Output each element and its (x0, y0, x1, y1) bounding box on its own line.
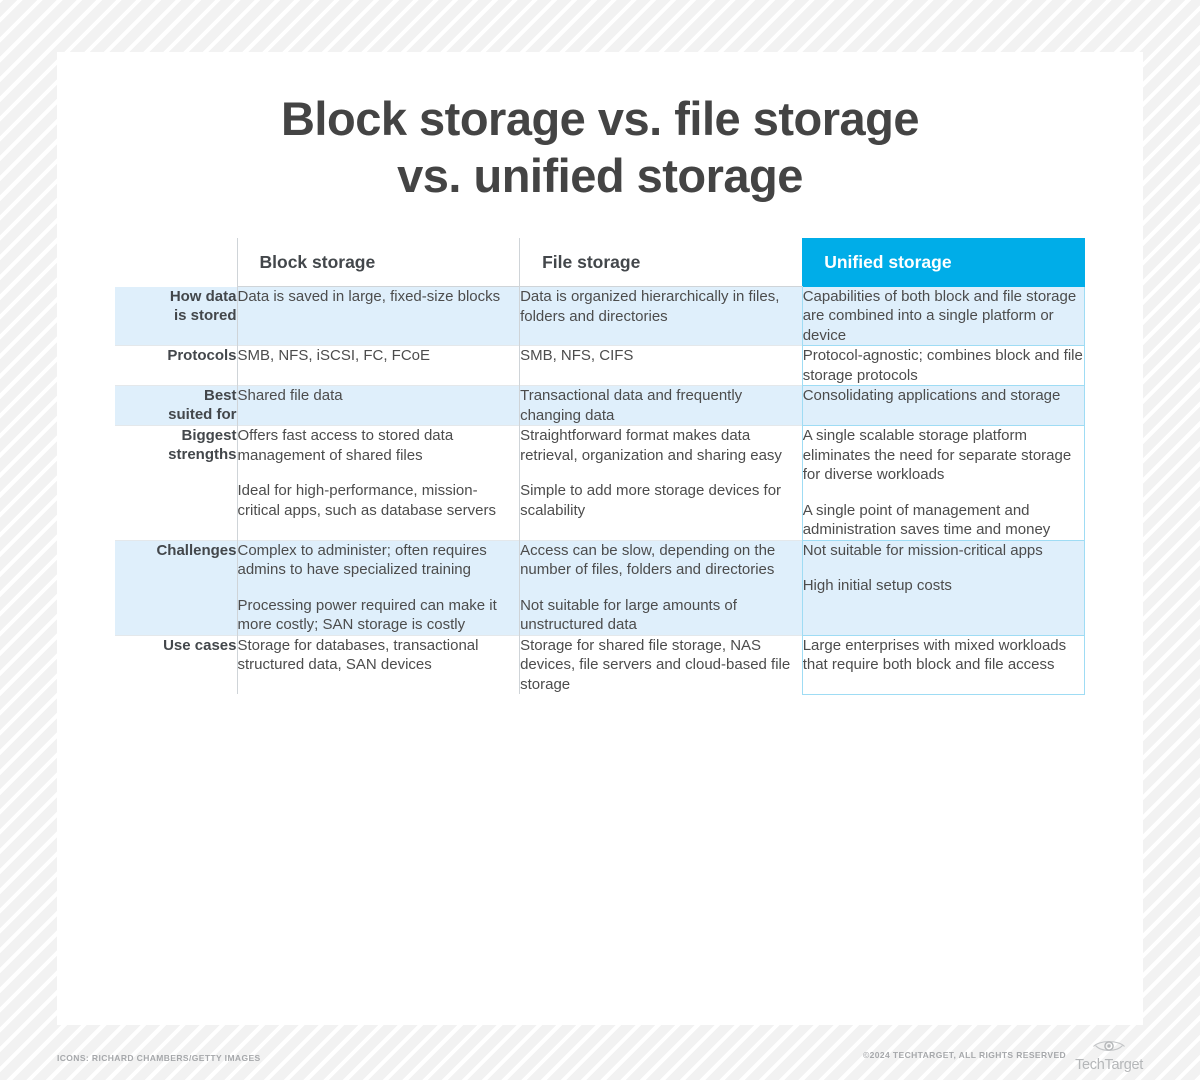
comparison-table-container: Block storage File storage Unified stora… (115, 238, 1086, 695)
row-label-how-data-is-stored: How data is stored (115, 286, 237, 346)
cell-best-suited-for-file: Transactional data and frequently changi… (519, 385, 803, 426)
row-label-challenges: Challenges (115, 539, 237, 635)
column-header-file-storage: File storage (519, 238, 803, 287)
cell-paragraph: Not suitable for large amounts of unstru… (520, 596, 737, 634)
cell-paragraph: Processing power required can make it mo… (237, 596, 497, 634)
cell-paragraph: Transactional data and frequently changi… (520, 387, 743, 424)
cell-use-cases-unified: Large enterprises with mixed workloads t… (801, 634, 1086, 695)
table-row: How data is stored Data is saved in larg… (115, 286, 1086, 346)
row-label-best-suited-for: Best suited for (115, 385, 237, 426)
cell-paragraph: Offers fast access to stored data manage… (237, 427, 454, 464)
row-label-line-2: strengths (168, 446, 237, 463)
cell-protocols-file: SMB, NFS, CIFS (519, 345, 803, 386)
column-header-block-storage: Block storage (236, 238, 520, 287)
eye-icon (1092, 1038, 1126, 1057)
cell-paragraph: Straightforward format makes data retrie… (520, 427, 782, 464)
cell-paragraph: Simple to add more storage devices for s… (520, 482, 782, 519)
cell-best-suited-for-block: Shared file data (236, 385, 520, 426)
cell-paragraph: Complex to administer; often requires ad… (237, 541, 487, 579)
cell-how-data-is-stored-block: Data is saved in large, fixed-size block… (236, 286, 520, 346)
table-header-row: Block storage File storage Unified stora… (115, 238, 1085, 287)
cell-paragraph: A single point of management and adminis… (802, 501, 1051, 539)
row-label-line-1: Use cases (163, 636, 237, 654)
row-label-line-1: Biggest (181, 427, 237, 444)
cell-paragraph: Shared file data (237, 387, 343, 404)
page-title-line-2: vs. unified storage (397, 149, 803, 202)
cell-paragraph: A single scalable storage platform elimi… (802, 427, 1072, 483)
cell-paragraph: Data is saved in large, fixed-size block… (237, 288, 501, 305)
table-row: Use cases Storage for databases, transac… (115, 634, 1086, 695)
cell-paragraph: Large enterprises with mixed workloads t… (802, 636, 1067, 674)
cell-biggest-strengths-unified: A single scalable storage platform elimi… (801, 425, 1086, 540)
row-label-line-2: suited for (168, 406, 237, 423)
cell-biggest-strengths-file: Straightforward format makes data retrie… (519, 425, 803, 540)
row-label-line-1: How data (169, 287, 237, 305)
row-label-line-1: Protocols (167, 347, 237, 364)
cell-protocols-block: SMB, NFS, iSCSI, FC, FCoE (236, 345, 520, 386)
cell-paragraph: Storage for databases, transactional str… (237, 636, 479, 674)
column-header-unified-storage: Unified storage (802, 238, 1085, 287)
cell-paragraph: SMB, NFS, iSCSI, FC, FCoE (237, 347, 431, 364)
cell-paragraph: Consolidating applications and storage (802, 387, 1061, 404)
row-label-line-1: Best (203, 387, 237, 404)
table-row: Challenges Complex to administer; often … (115, 539, 1086, 635)
copyright-text: ©2024 TECHTARGET, ALL RIGHTS RESERVED (863, 1049, 1067, 1060)
techtarget-wordmark: TechTarget (1075, 1057, 1143, 1073)
cell-biggest-strengths-block: Offers fast access to stored data manage… (236, 425, 520, 540)
table-row: Best suited for Shared file data Transac… (115, 385, 1086, 426)
cell-challenges-unified: Not suitable for mission-critical apps H… (801, 539, 1086, 635)
table-row: Protocols SMB, NFS, iSCSI, FC, FCoE SMB,… (115, 345, 1086, 386)
cell-challenges-file: Access can be slow, depending on the num… (519, 539, 803, 635)
image-credit: ICONS: RICHARD CHAMBERS/GETTY IMAGES (57, 1053, 261, 1063)
cell-paragraph: Protocol-agnostic; combines block and fi… (802, 347, 1083, 384)
cell-paragraph: Capabilities of both block and file stor… (802, 287, 1077, 344)
cell-paragraph: Data is organized hierarchically in file… (520, 288, 780, 325)
cell-paragraph: Storage for shared file storage, NAS dev… (520, 636, 791, 693)
cell-challenges-block: Complex to administer; often requires ad… (236, 539, 520, 635)
cell-paragraph: SMB, NFS, CIFS (520, 347, 634, 364)
table-row: Biggest strengths Offers fast access to … (115, 425, 1086, 540)
cell-how-data-is-stored-file: Data is organized hierarchically in file… (519, 286, 803, 346)
infographic-card: Block storage vs. file storage vs. unifi… (57, 52, 1143, 1025)
cell-use-cases-file: Storage for shared file storage, NAS dev… (519, 634, 803, 694)
cell-best-suited-for-unified: Consolidating applications and storage (801, 385, 1086, 426)
page-title: Block storage vs. file storage vs. unifi… (57, 52, 1143, 204)
row-label-biggest-strengths: Biggest strengths (115, 425, 237, 540)
techtarget-logo: TechTarget (1075, 1038, 1143, 1073)
footer-brand-area: ©2024 TECHTARGET, ALL RIGHTS RESERVED Te… (863, 1038, 1143, 1073)
cell-use-cases-block: Storage for databases, transactional str… (236, 634, 520, 694)
cell-protocols-unified: Protocol-agnostic; combines block and fi… (801, 345, 1086, 386)
row-label-line-2: is stored (173, 306, 237, 324)
row-label-protocols: Protocols (115, 345, 237, 386)
row-label-use-cases: Use cases (115, 634, 237, 694)
row-label-line-1: Challenges (156, 541, 237, 559)
cell-paragraph: Ideal for high-performance, mission-crit… (237, 482, 496, 519)
cell-paragraph: High initial setup costs (802, 577, 952, 594)
page-title-line-1: Block storage vs. file storage (280, 92, 920, 145)
comparison-table: Block storage File storage Unified stora… (115, 238, 1086, 695)
cell-how-data-is-stored-unified: Capabilities of both block and file stor… (801, 286, 1086, 346)
table-corner-cell (115, 238, 237, 287)
cell-paragraph: Access can be slow, depending on the num… (520, 541, 776, 579)
cell-paragraph: Not suitable for mission-critical apps (802, 541, 1043, 559)
